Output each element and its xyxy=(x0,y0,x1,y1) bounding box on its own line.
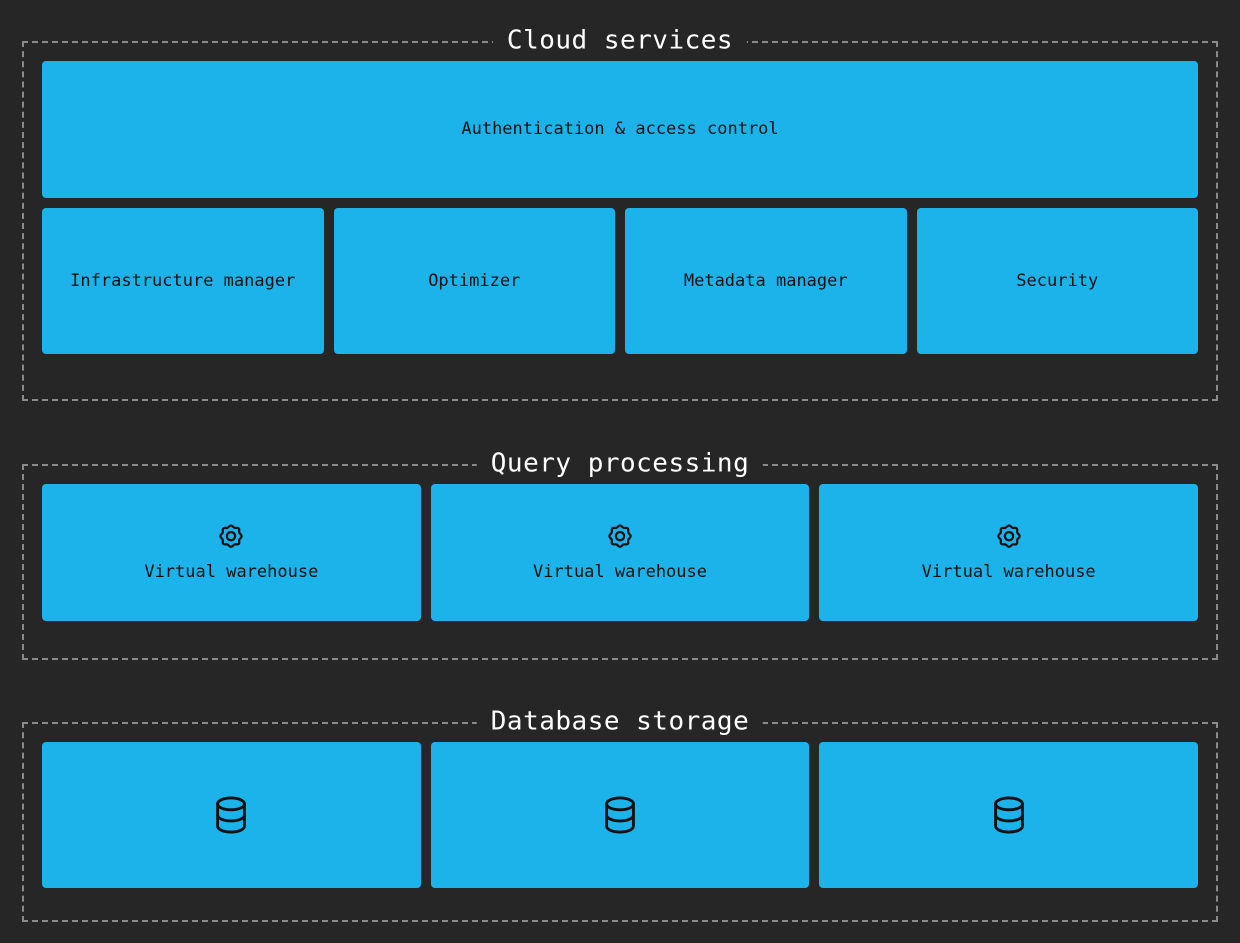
node-authentication-access-control[interactable]: Authentication & access control xyxy=(42,61,1198,198)
node-label: Authentication & access control xyxy=(461,119,779,140)
node-label: Virtual warehouse xyxy=(144,562,319,583)
node-optimizer[interactable]: Optimizer xyxy=(333,208,615,354)
database-storage-row xyxy=(42,742,1199,888)
node-label: Infrastructure manager xyxy=(70,270,296,291)
query-processing-row: Virtual warehouse Virtual warehouse xyxy=(42,484,1199,621)
node-metadata-manager[interactable]: Metadata manager xyxy=(625,208,907,354)
section-database-storage: Database storage xyxy=(22,708,1218,922)
node-label: Metadata manager xyxy=(683,270,848,291)
cloud-services-top-row: Authentication & access control xyxy=(42,61,1198,198)
node-label: Virtual warehouse xyxy=(533,562,707,583)
node-virtual-warehouse-3[interactable]: Virtual warehouse xyxy=(819,484,1199,621)
gear-icon xyxy=(215,522,247,554)
node-virtual-warehouse-2[interactable]: Virtual warehouse xyxy=(430,484,810,621)
section-title-cloud-services: Cloud services xyxy=(492,27,748,54)
section-query-processing: Query processing Virtual warehouse xyxy=(22,450,1218,660)
gear-icon xyxy=(604,522,636,554)
node-label: Optimizer xyxy=(428,270,521,291)
node-security[interactable]: Security xyxy=(916,208,1198,354)
node-database-2[interactable] xyxy=(430,742,810,888)
section-cloud-services: Cloud services Authentication & access c… xyxy=(22,27,1218,401)
section-title-database-storage: Database storage xyxy=(476,708,764,735)
node-database-3[interactable] xyxy=(819,742,1199,888)
database-icon xyxy=(597,792,643,838)
node-database-1[interactable] xyxy=(42,742,421,888)
database-icon xyxy=(208,792,254,838)
gear-icon xyxy=(993,522,1025,554)
node-virtual-warehouse-1[interactable]: Virtual warehouse xyxy=(42,484,421,621)
node-label: Virtual warehouse xyxy=(921,562,1096,583)
database-icon xyxy=(986,792,1032,838)
cloud-services-bottom-row: Infrastructure manager Optimizer Metadat… xyxy=(42,208,1198,354)
section-title-query-processing: Query processing xyxy=(476,450,764,477)
node-infrastructure-manager[interactable]: Infrastructure manager xyxy=(42,208,324,354)
node-label: Security xyxy=(1016,270,1099,291)
